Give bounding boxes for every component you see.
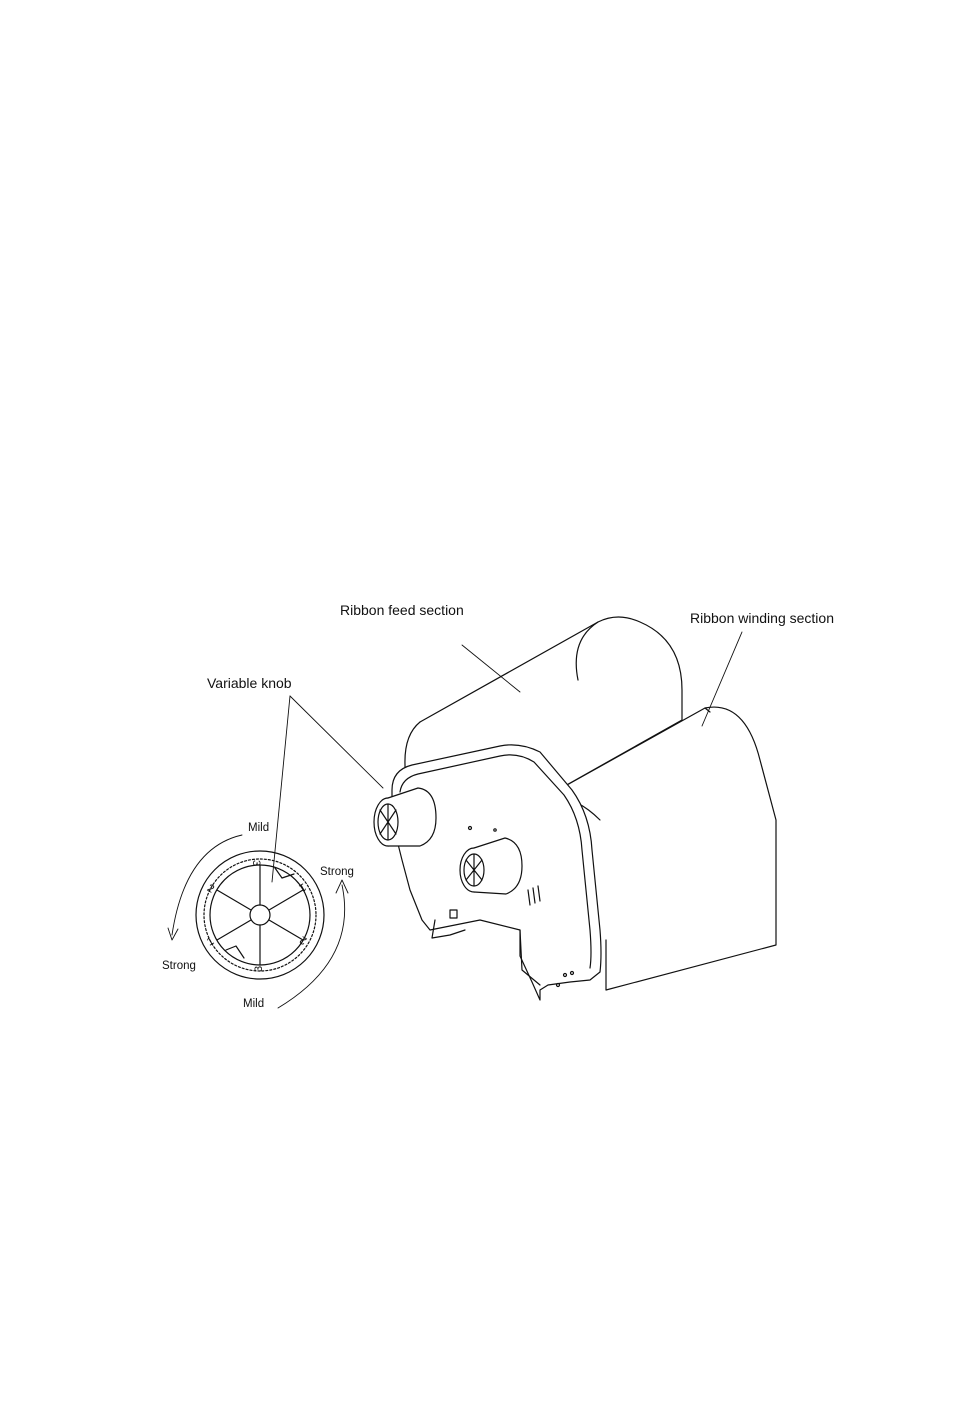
variable-knob-dial xyxy=(196,851,324,979)
ribbon-feed-section-label: Ribbon feed section xyxy=(340,603,464,617)
mild-top-label: Mild xyxy=(248,823,269,835)
dial-number-lower-right: 2 xyxy=(298,933,309,946)
variable-knob-label: Variable knob xyxy=(207,676,292,690)
arrow-mild-to-strong-left xyxy=(172,835,242,935)
dial-number-top: 3 xyxy=(250,860,262,866)
dial-spoke xyxy=(269,890,303,910)
strong-right-label: Strong xyxy=(320,867,354,879)
dial-spoke xyxy=(269,920,303,940)
feed-hub xyxy=(374,788,436,846)
dial-spoke xyxy=(217,920,251,940)
knob-leader-hub xyxy=(290,696,383,788)
strong-left-label: Strong xyxy=(162,961,196,973)
ribbon-winding-section-label: Ribbon winding section xyxy=(690,611,834,625)
mild-bottom-label: Mild xyxy=(243,999,264,1011)
dial-number-bottom: 3 xyxy=(253,966,265,972)
arrow-strong-to-mild-right xyxy=(278,885,345,1008)
dial-spoke xyxy=(217,890,251,910)
dial-center xyxy=(250,905,270,925)
dial-notch xyxy=(226,946,244,958)
